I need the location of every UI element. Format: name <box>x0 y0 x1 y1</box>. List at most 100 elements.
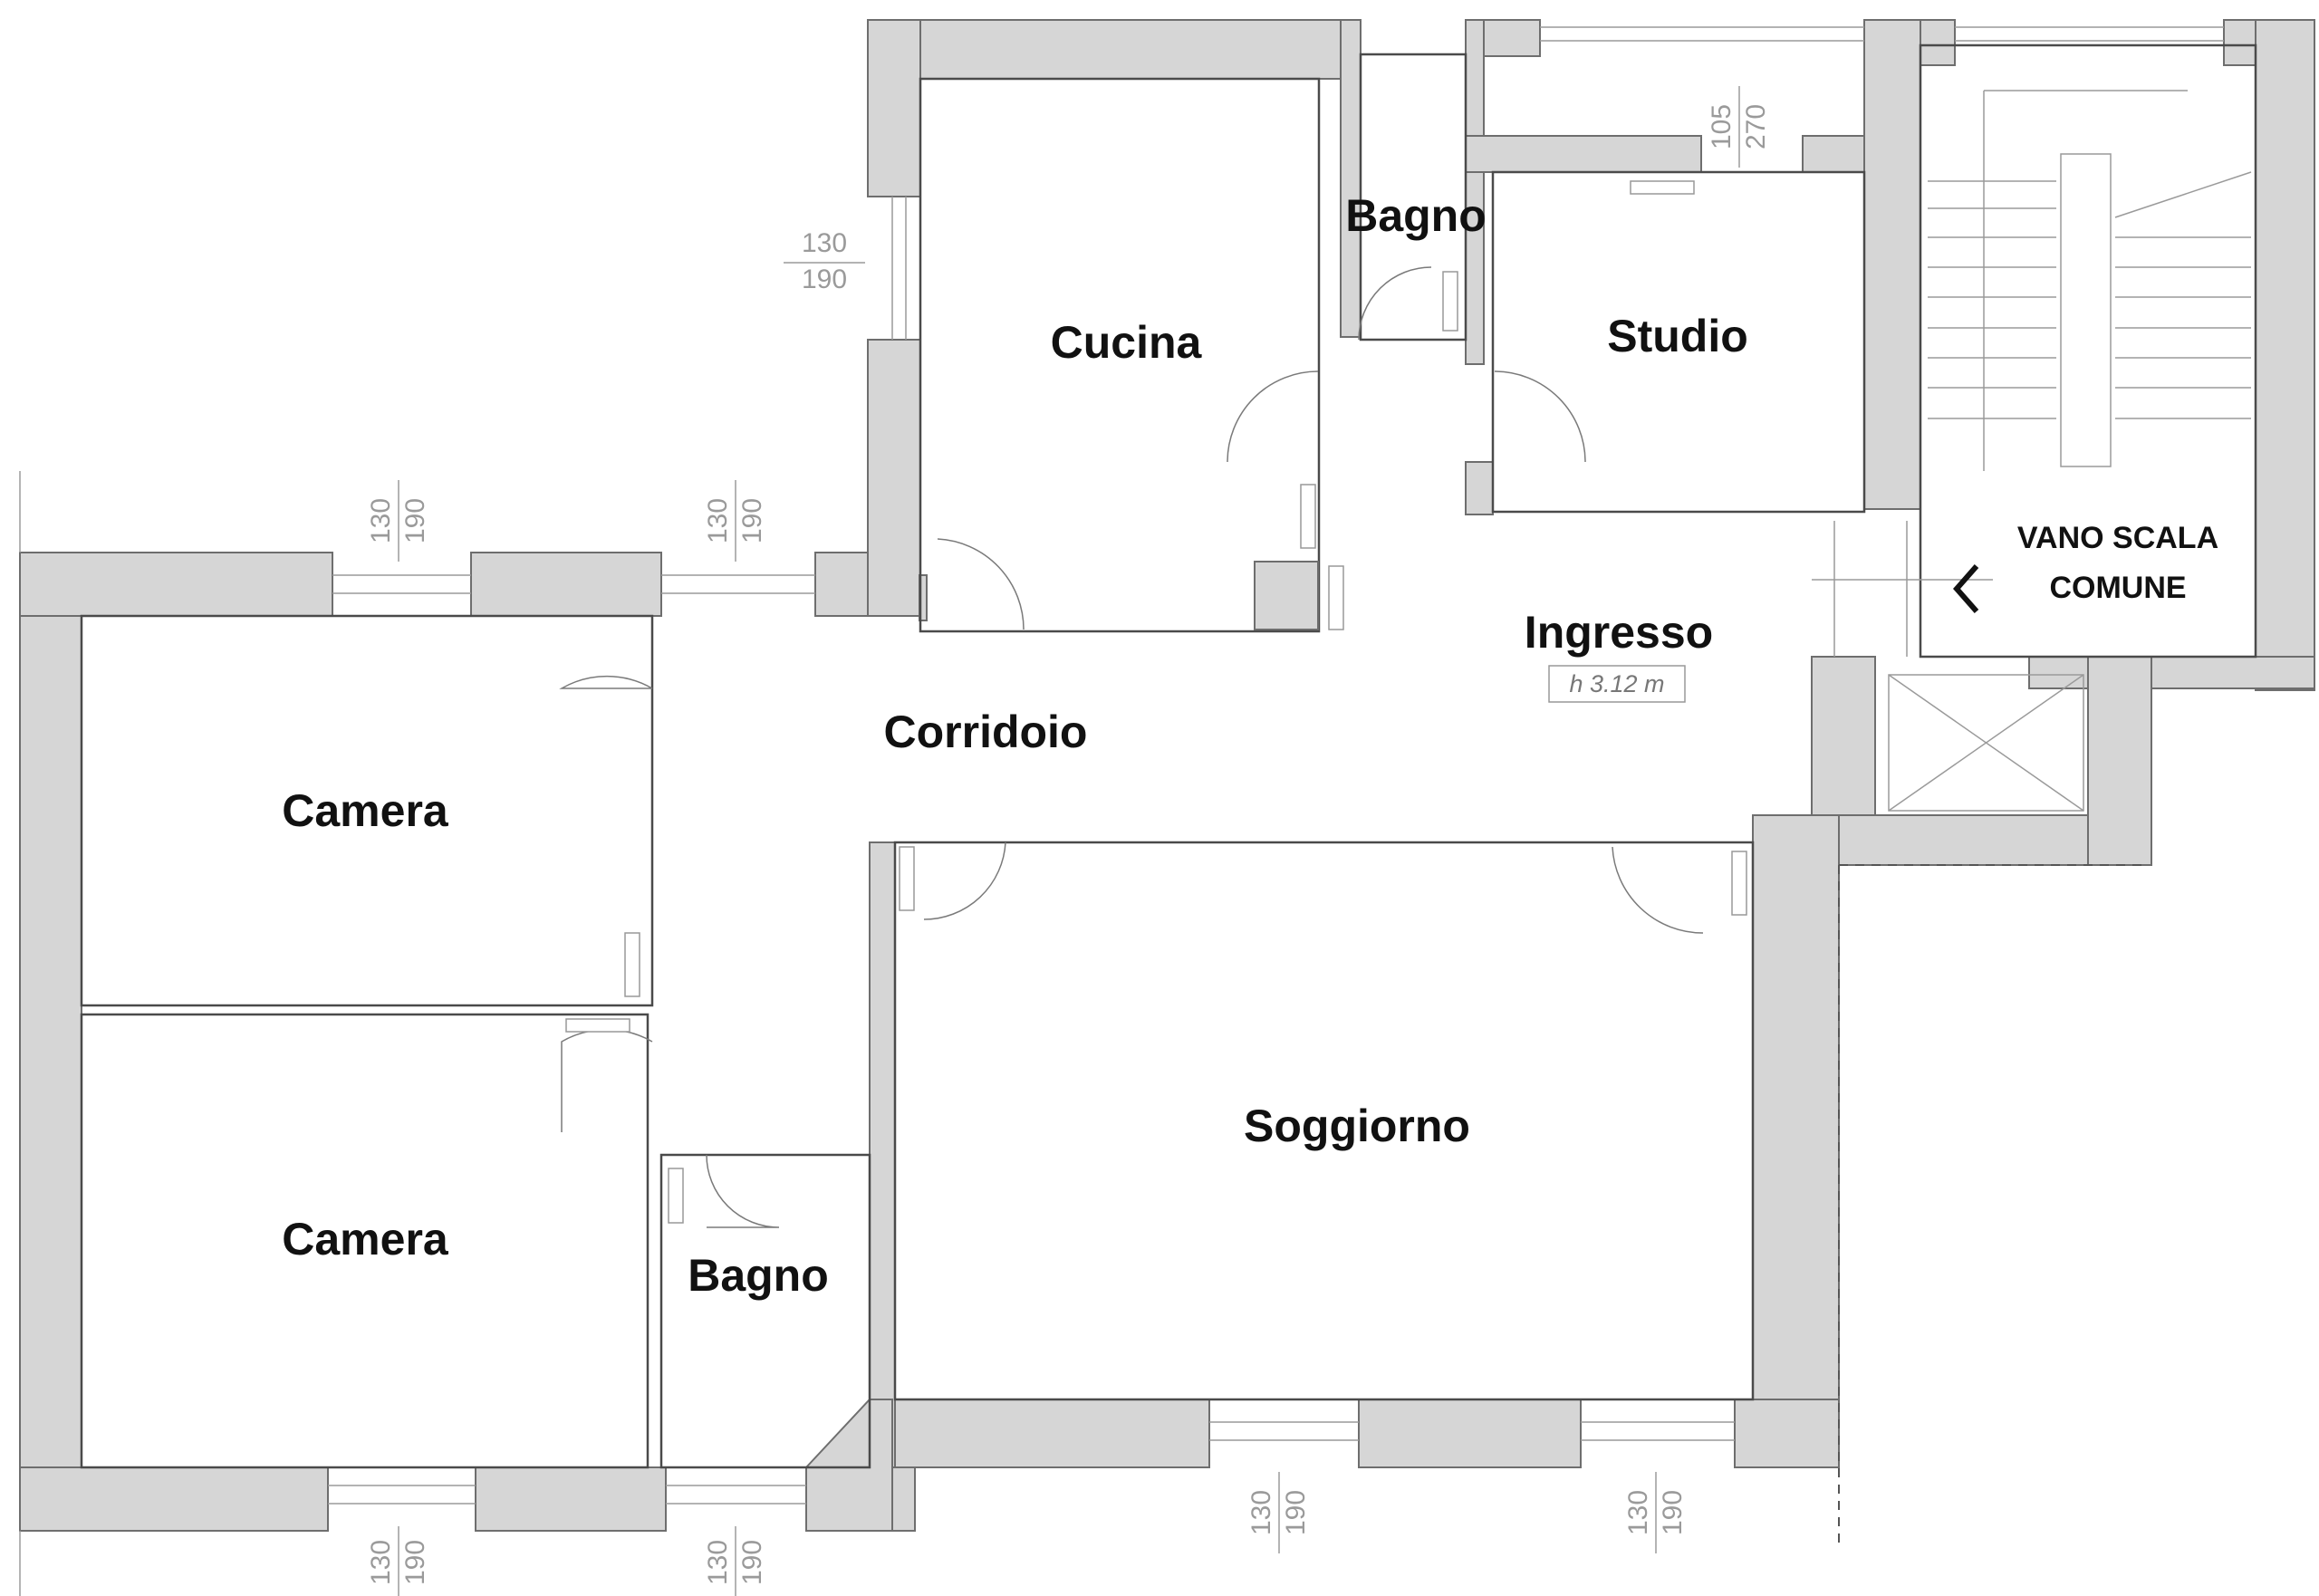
wall-camera-top-1 <box>19 552 333 617</box>
dim-bagno-bottom: 130 190 <box>703 1526 767 1596</box>
label-corridoio: Corridoio <box>884 707 1088 757</box>
wall-studio-stub <box>1465 461 1494 515</box>
dim-value-top: 130 <box>1246 1490 1276 1535</box>
dim-camera-top-2: 130 190 <box>703 480 767 562</box>
door-soggiorno-right[interactable] <box>1612 846 1704 934</box>
door-bagno-bottom[interactable] <box>706 1154 780 1228</box>
cucina-pantry <box>1254 561 1319 630</box>
door-cucina-bottom[interactable] <box>937 538 1025 630</box>
cucina-outline <box>919 77 1321 633</box>
stair-break-line <box>2114 171 2252 218</box>
wall-cucina-west-1 <box>867 19 921 197</box>
stair-core <box>2060 153 2112 467</box>
dim-value-bottom: 190 <box>1281 1490 1311 1535</box>
dim-value-bottom: 190 <box>737 498 767 543</box>
radiator <box>1300 484 1316 549</box>
elevator-box <box>1888 674 2084 812</box>
wall-soggiorno-bottom-3 <box>1734 1399 1840 1468</box>
wall-studio-top-2 <box>1802 135 1872 173</box>
dim-value-top: 130 <box>703 1540 733 1585</box>
wall-stair-top-left <box>1920 19 1956 66</box>
camera-bottom-outline <box>80 1013 650 1469</box>
stair-outline <box>1919 43 2257 659</box>
label-camera-top: Camera <box>282 785 449 836</box>
label-comune: COMUNE <box>2049 571 2186 605</box>
dim-camera-top-1: 130 190 <box>366 480 430 562</box>
wall-soggiorno-bottom-2 <box>1358 1399 1582 1468</box>
entrance-arrow-icon <box>1953 564 1979 613</box>
door-cucina-side[interactable] <box>1227 370 1319 463</box>
wall-elevator-east <box>2087 656 2152 866</box>
radiator <box>1630 180 1695 195</box>
stairs <box>1928 90 2252 471</box>
height-tag-box <box>1548 665 1686 703</box>
camera-top-outline <box>80 614 654 1007</box>
label-ingresso-height: h 3.12 m <box>1569 670 1664 697</box>
wall-stair-east <box>2255 19 2315 691</box>
door-bagno-top[interactable] <box>1358 266 1432 341</box>
wall-studio-top <box>1465 135 1702 173</box>
dim-value-top: 130 <box>703 498 733 543</box>
wall-soggiorno-bottom-1 <box>869 1399 1210 1468</box>
wall-camera-top-2 <box>470 552 662 617</box>
bagno-bottom-outline <box>659 1153 871 1469</box>
soggiorno-outline <box>893 841 1755 1401</box>
radiator <box>624 932 640 997</box>
wall-soggiorno-east <box>1752 814 1840 1468</box>
wall-cucina-west-2 <box>867 339 921 617</box>
dim-value-bottom: 190 <box>737 1540 767 1585</box>
door-camera-top[interactable] <box>559 675 653 689</box>
radiator <box>1731 851 1747 916</box>
label-cucina: Cucina <box>1051 317 1203 368</box>
doors <box>559 266 1704 1228</box>
label-bagno-bottom: Bagno <box>688 1250 829 1301</box>
label-soggiorno: Soggiorno <box>1244 1101 1470 1151</box>
bagno-top-outline <box>1359 53 1467 341</box>
dim-value-top: 130 <box>802 228 847 258</box>
interior-walls <box>80 43 2257 1469</box>
windows <box>328 26 2224 1505</box>
dim-studio: 105 270 <box>1707 86 1771 168</box>
wall-camera-bottom-2 <box>475 1466 667 1532</box>
radiator <box>1442 271 1458 332</box>
radiator <box>565 1018 630 1033</box>
door-camera-bottom[interactable] <box>561 1028 653 1132</box>
radiators <box>565 180 1747 1224</box>
studio-outline <box>1491 170 1866 514</box>
dim-value-top: 130 <box>366 1540 396 1585</box>
wall-studio-cap <box>1483 19 1541 57</box>
elevator-cross-2 <box>1888 674 2084 812</box>
wall-camera-bottom-1 <box>19 1466 329 1532</box>
dim-value-bottom: 190 <box>400 498 430 543</box>
dim-soggiorno-1: 130 190 <box>1246 1472 1311 1553</box>
dim-camera-bottom: 130 190 <box>366 1526 430 1596</box>
wall-cucina-top <box>867 19 1342 80</box>
label-bagno-top: Bagno <box>1345 190 1487 241</box>
label-vano-scala: VANO SCALA <box>2017 521 2218 555</box>
dim-soggiorno-2: 130 190 <box>1623 1472 1688 1553</box>
dim-value-top: 130 <box>366 498 396 543</box>
dim-value-bottom: 190 <box>1658 1490 1688 1535</box>
door-studio[interactable] <box>1494 370 1586 463</box>
radiator <box>1328 565 1344 630</box>
radiator <box>899 846 915 911</box>
window-dimensions: 130 190 105 270 130 190 130 190 130 190 … <box>366 86 1771 1596</box>
walls <box>19 19 2315 1532</box>
dim-value-bottom: 190 <box>802 264 847 294</box>
dim-value-top: 105 <box>1707 104 1737 149</box>
label-camera-bottom: Camera <box>282 1214 449 1264</box>
dim-value-bottom: 190 <box>400 1540 430 1585</box>
room-labels: Cucina Bagno Studio VANO SCALA COMUNE In… <box>282 190 2218 1301</box>
wall-bagno-west <box>1340 19 1362 338</box>
wall-soggiorno-west <box>869 841 896 1468</box>
guides <box>19 471 2147 1596</box>
label-ingresso: Ingresso <box>1525 607 1713 658</box>
radiator <box>668 1168 684 1224</box>
dim-value-bottom: 270 <box>1741 104 1771 149</box>
door-soggiorno-left[interactable] <box>923 841 1006 920</box>
wall-bagno-corner <box>805 1399 893 1532</box>
wall-west <box>19 552 82 1532</box>
label-studio: Studio <box>1607 311 1748 361</box>
